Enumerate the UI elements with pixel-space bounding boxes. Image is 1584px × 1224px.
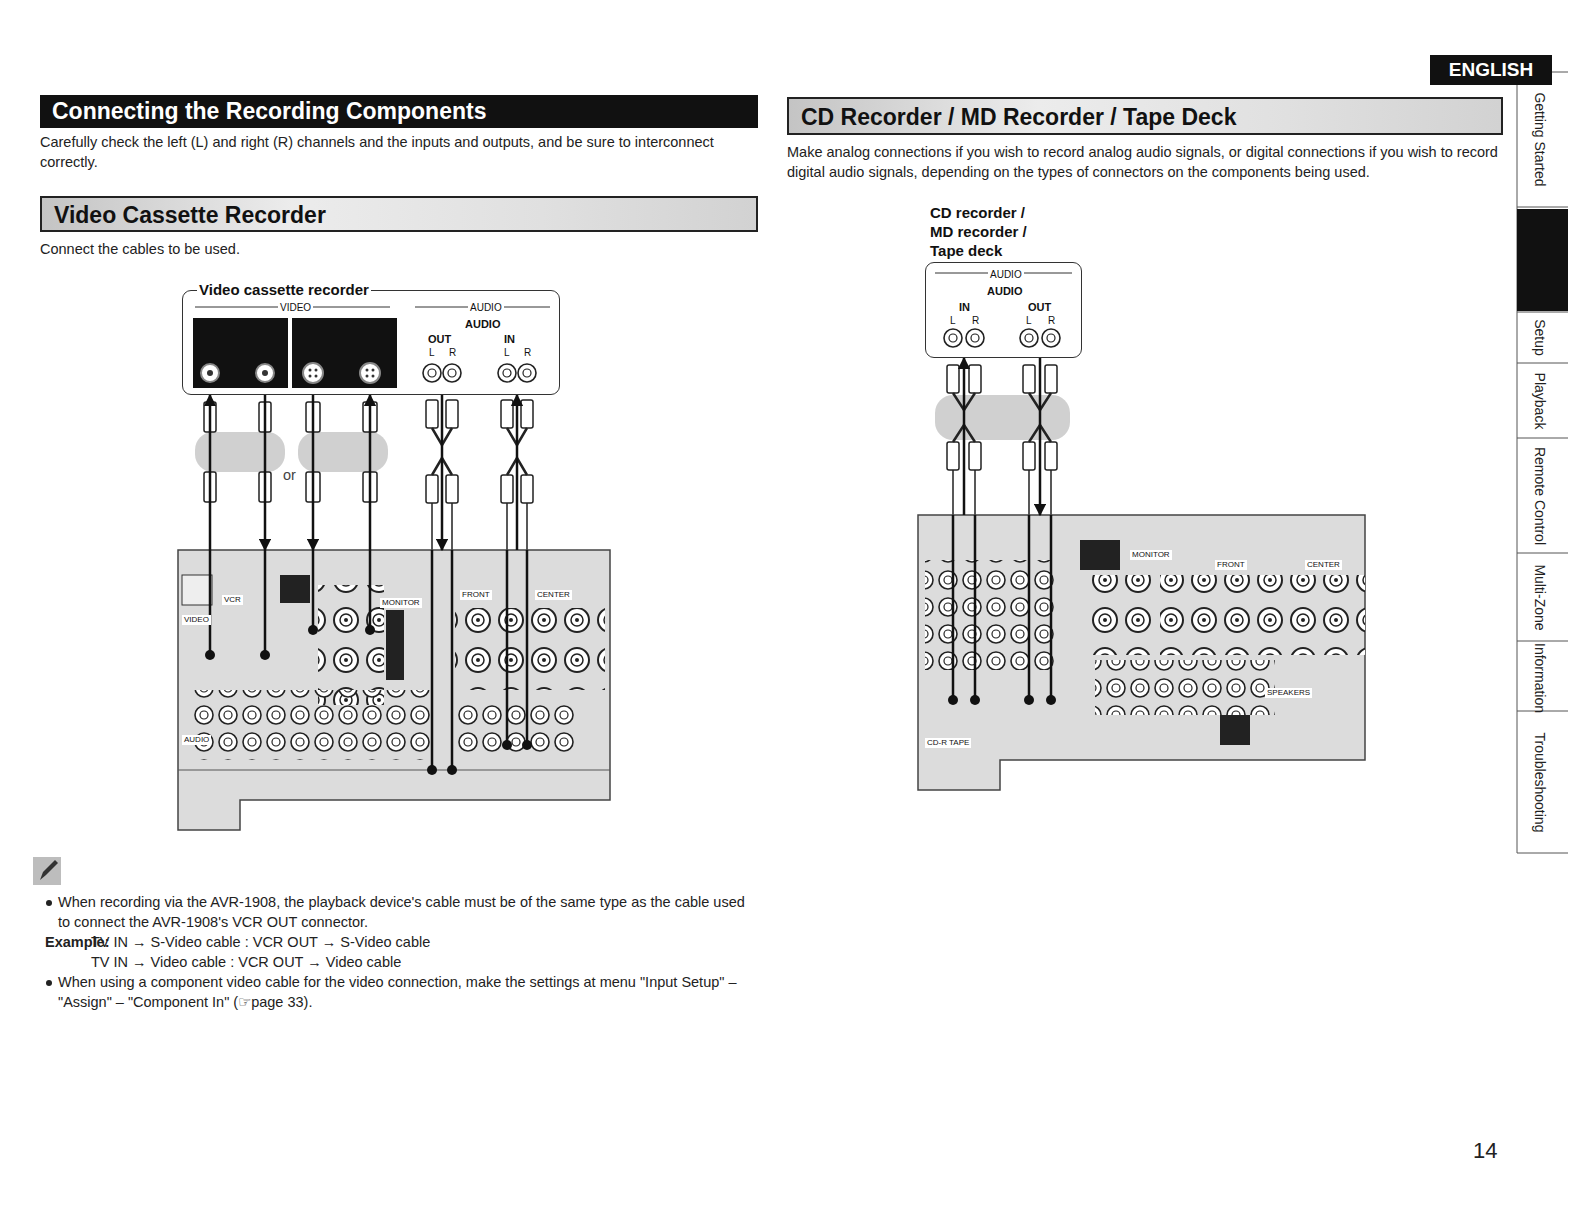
device-box: CD recorder / MD recorder / Tape deckAUD… xyxy=(925,262,1082,358)
language-tab: ENGLISH xyxy=(1430,55,1552,85)
connector-label: AUDIO xyxy=(465,317,500,331)
bullet-dot xyxy=(46,980,52,986)
connector-label: IN xyxy=(959,300,970,314)
alternative-label: or xyxy=(283,466,296,486)
tab-marker xyxy=(1517,209,1568,311)
group-label: AUDIO xyxy=(468,301,504,314)
group-label: AUDIO xyxy=(988,268,1024,281)
vcr-panel xyxy=(193,307,550,388)
section-tab: Remote Control xyxy=(1529,440,1551,552)
jack-label: FRONT xyxy=(460,590,492,600)
channel-label: R xyxy=(1048,314,1055,327)
section-heading-bar: Video Cassette Recorder xyxy=(40,196,758,232)
section-tab: Playback xyxy=(1529,365,1551,437)
signal-cable xyxy=(312,395,315,550)
body-text: Carefully check the left (L) and right (… xyxy=(40,133,765,172)
receiver-panel: VCR MONITOR FRONT CENTER VIDEO AUDIO xyxy=(178,550,610,800)
jack-label: VIDEO xyxy=(182,615,211,625)
body-text: TV IN → Video cable : VCR OUT → Video ca… xyxy=(91,953,401,973)
section-heading: CD Recorder / MD Recorder / Tape Deck xyxy=(801,103,1236,132)
signal-cable xyxy=(516,395,519,550)
signal-cable xyxy=(963,358,966,515)
receiver-panel: MONITOR FRONT CENTER SPEAKERS CD-R TAPE xyxy=(918,515,1365,760)
channel-label: R xyxy=(972,314,979,327)
jack-label: VCR xyxy=(222,595,243,605)
jack-label: MONITOR xyxy=(1130,550,1172,560)
device-name: CD recorder / MD recorder / Tape deck xyxy=(928,203,1044,260)
device-box: Video cassette recorderVIDEOAUDIOAUDIOOU… xyxy=(182,290,560,395)
cd-panel xyxy=(935,273,1072,515)
jack-label: MONITOR xyxy=(380,598,422,608)
signal-cable xyxy=(209,395,212,550)
section-tab: Information xyxy=(1529,643,1551,710)
jack-label: CD-R TAPE xyxy=(925,738,971,748)
channel-label: L xyxy=(1026,314,1032,327)
body-text: Make analog connections if you wish to r… xyxy=(787,143,1517,182)
section-tab: Troubleshooting xyxy=(1529,713,1551,852)
connector-label: OUT xyxy=(428,332,451,346)
bullet-dot xyxy=(46,900,52,906)
section-heading: Video Cassette Recorder xyxy=(54,201,326,230)
jack-label: FRONT xyxy=(1215,560,1247,570)
signal-cable xyxy=(264,395,267,550)
device-name: Video cassette recorder xyxy=(197,280,371,299)
section-tab: Setup xyxy=(1529,313,1551,362)
cable-plugs xyxy=(195,400,533,550)
body-text: When recording via the AVR-1908, the pla… xyxy=(58,893,758,932)
section-tab: Getting Started xyxy=(1529,72,1551,207)
group-label: VIDEO xyxy=(278,301,313,314)
signal-cable xyxy=(441,395,444,550)
channel-label: L xyxy=(429,346,435,359)
section-heading-bar: CD Recorder / MD Recorder / Tape Deck xyxy=(787,97,1503,135)
signal-cable xyxy=(369,395,372,550)
channel-label: R xyxy=(449,346,456,359)
body-text: Connect the cables to be used. xyxy=(40,240,240,260)
connector-label: OUT xyxy=(1028,300,1051,314)
connector-label: AUDIO xyxy=(987,284,1022,298)
signal-cable xyxy=(1039,358,1042,515)
receiver-rear-panel xyxy=(918,515,1365,790)
channel-label: L xyxy=(504,346,510,359)
page-number: 14 xyxy=(1473,1138,1497,1164)
title-bar: Connecting the Recording Components xyxy=(40,95,758,128)
body-text: When using a component video cable for t… xyxy=(58,973,758,1012)
side-tabs xyxy=(1517,72,1568,853)
title-text: Connecting the Recording Components xyxy=(40,95,758,128)
body-text: TV IN → S-Video cable : VCR OUT → S-Vide… xyxy=(91,933,430,953)
channel-label: R xyxy=(524,346,531,359)
section-tab: Multi-Zone xyxy=(1529,555,1551,640)
receiver-rear-panel xyxy=(178,550,610,830)
jack-label: AUDIO xyxy=(182,735,211,745)
jack-label: SPEAKERS xyxy=(1265,688,1312,698)
channel-label: L xyxy=(950,314,956,327)
jack-label: CENTER xyxy=(1305,560,1342,570)
connector-label: IN xyxy=(504,332,515,346)
jack-label: CENTER xyxy=(535,590,572,600)
note-icon xyxy=(33,857,61,885)
